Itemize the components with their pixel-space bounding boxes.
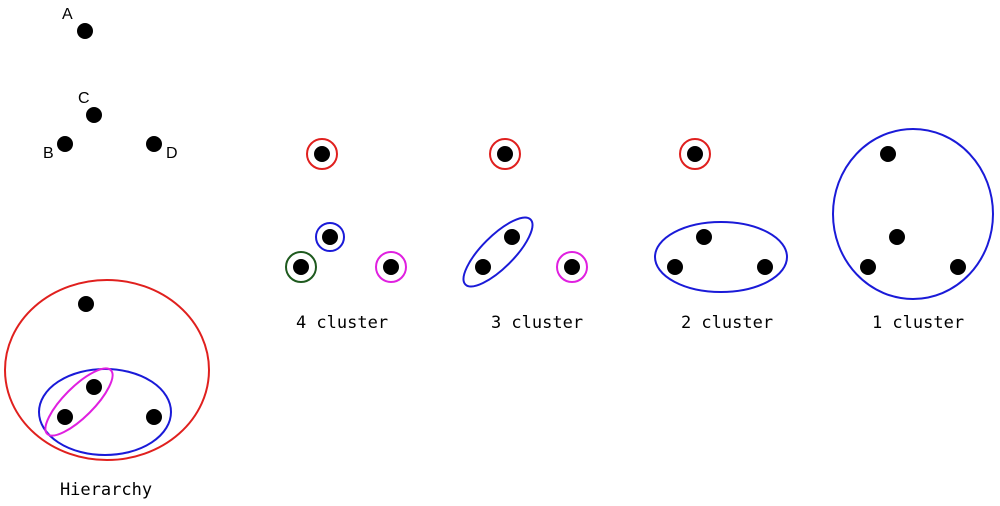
cluster-ring-blue	[315, 222, 345, 252]
panel-1-cluster: 1 cluster	[832, 128, 994, 333]
cluster-ellipse-blue	[654, 221, 788, 293]
point	[564, 259, 580, 275]
cluster-ring-magenta	[375, 251, 407, 283]
caption-4-cluster: 4 cluster	[296, 313, 388, 333]
point	[293, 259, 309, 275]
point	[146, 409, 162, 425]
point	[880, 146, 896, 162]
cluster-ring-red	[306, 138, 338, 170]
cluster-ring-red	[489, 138, 521, 170]
label-c: C	[78, 90, 90, 107]
point	[757, 259, 773, 275]
point	[475, 259, 491, 275]
point	[383, 259, 399, 275]
point	[667, 259, 683, 275]
point-b	[57, 136, 73, 152]
caption-hierarchy: Hierarchy	[60, 480, 152, 500]
panel-2-cluster: 2 cluster	[654, 138, 788, 333]
label-d: D	[166, 145, 178, 162]
caption-2-cluster: 2 cluster	[681, 313, 773, 333]
caption-1-cluster: 1 cluster	[872, 313, 964, 333]
panel-4-cluster: 4 cluster	[285, 138, 407, 333]
hierarchy-ellipse-red	[4, 279, 210, 461]
point	[314, 146, 330, 162]
cluster-ring-green	[285, 251, 317, 283]
point	[57, 409, 73, 425]
point	[504, 229, 520, 245]
point-d	[146, 136, 162, 152]
point	[687, 146, 703, 162]
point	[497, 146, 513, 162]
point	[696, 229, 712, 245]
caption-3-cluster: 3 cluster	[491, 313, 583, 333]
cluster-ellipse-blue	[462, 216, 534, 288]
labeled-points: A C B D	[43, 6, 178, 162]
point-a	[77, 23, 93, 39]
point	[860, 259, 876, 275]
label-b: B	[43, 145, 54, 162]
panel-3-cluster: 3 cluster	[462, 138, 588, 333]
point-c	[86, 107, 102, 123]
point	[322, 229, 338, 245]
label-a: A	[62, 6, 73, 23]
cluster-ring-red	[679, 138, 711, 170]
point	[889, 229, 905, 245]
panel-hierarchy: Hierarchy	[4, 279, 210, 500]
hierarchy-ellipse-magenta	[44, 367, 114, 437]
point	[86, 379, 102, 395]
cluster-ring-magenta	[556, 251, 588, 283]
cluster-ellipse-blue	[832, 128, 994, 300]
point	[78, 296, 94, 312]
point	[950, 259, 966, 275]
